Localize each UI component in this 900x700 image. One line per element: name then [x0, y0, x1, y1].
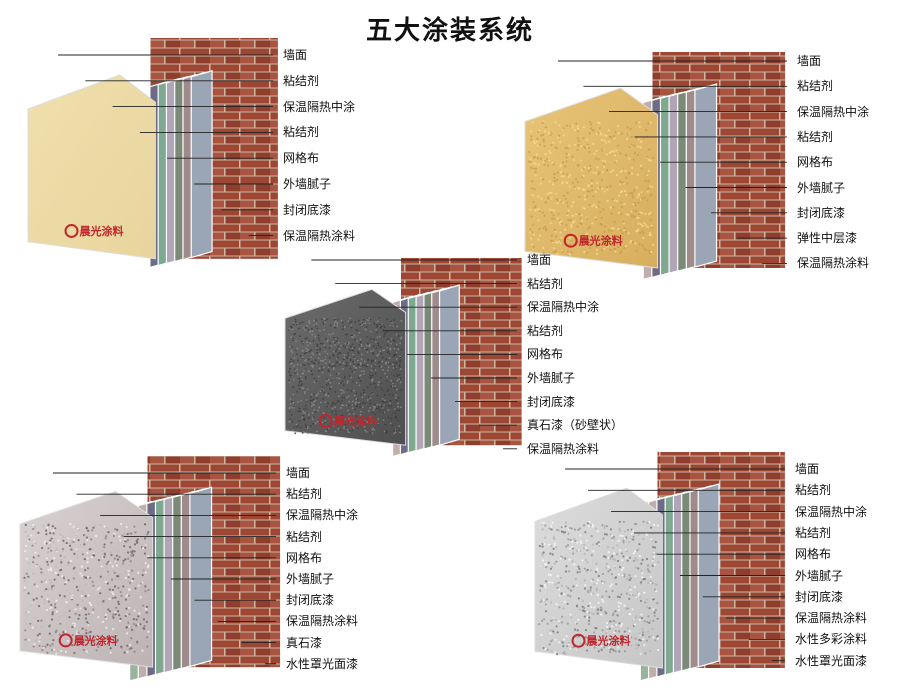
- layer-label: 保温隔热涂料: [795, 611, 868, 626]
- coating-layer: [190, 69, 213, 259]
- layer-label: 墙面: [527, 253, 552, 267]
- layer-label: 网格布: [795, 547, 832, 562]
- brand-logo-text: 晨光涂料: [74, 633, 118, 647]
- brand-logo: 晨光涂料: [571, 633, 631, 648]
- finish-coat: [284, 288, 407, 446]
- layer-label: 弹性中层漆: [797, 231, 858, 246]
- layer-label: 粘结剂: [797, 129, 834, 144]
- layer-label: 保温隔热中涂: [286, 508, 359, 523]
- brand-logo-text: 晨光涂料: [80, 224, 124, 238]
- finish-coat: [19, 490, 154, 668]
- layer-label: 墙面: [795, 462, 820, 476]
- brand-logo-text: 晨光涂料: [587, 634, 631, 648]
- coating-layer: [189, 486, 213, 668]
- layer-label: 外墙腻子: [527, 371, 576, 385]
- layer-label: 保温隔热涂料: [283, 228, 356, 243]
- layer-label: 保温隔热涂料: [797, 256, 870, 271]
- layer-label: 水性罩光面漆: [795, 653, 868, 668]
- finish-coat: [27, 74, 156, 260]
- layer-label: 粘结剂: [795, 525, 832, 540]
- layer-label: 封闭底漆: [527, 394, 576, 409]
- layer-label: 粘结剂: [795, 483, 832, 498]
- layer-label: 水性罩光面漆: [286, 656, 359, 671]
- layer-label: 墙面: [283, 48, 308, 62]
- layer-label: 墙面: [286, 466, 311, 480]
- layer-label: 保温隔热中涂: [795, 504, 868, 519]
- layer-label: 外墙腻子: [797, 180, 846, 195]
- layer-label: 外墙腻子: [795, 568, 844, 583]
- brand-logo-text: 晨光涂料: [579, 234, 623, 248]
- layer-label: 真石漆: [286, 635, 323, 650]
- brand-logo: 晨光涂料: [58, 633, 118, 648]
- layer-label: 封闭底漆: [286, 593, 335, 608]
- layer-label: 保温隔热涂料: [527, 441, 600, 456]
- layer-label: 外墙腻子: [283, 177, 332, 191]
- coating-layer: [438, 284, 460, 447]
- brand-logo-text: 晨光涂料: [334, 414, 378, 428]
- layer-label: 粘结剂: [527, 276, 564, 291]
- layer-label: 粘结剂: [283, 125, 320, 140]
- layer-label: 封闭底漆: [797, 205, 846, 220]
- layer-label: 真石漆（砂壁状）: [527, 418, 624, 433]
- page-title: 五大涂装系统: [365, 16, 534, 46]
- layer-label: 保温隔热中涂: [283, 99, 356, 114]
- layer-label: 水性多彩涂料: [795, 632, 868, 647]
- layer-label: 保温隔热中涂: [527, 300, 600, 315]
- layer-label: 保温隔热中涂: [797, 104, 870, 119]
- layer-label: 网格布: [286, 550, 323, 565]
- layer-label: 粘结剂: [797, 79, 834, 94]
- layer-label: 粘结剂: [527, 323, 564, 338]
- layer-label: 网格布: [797, 155, 834, 170]
- layer-label: 封闭底漆: [795, 589, 844, 604]
- layer-label: 网格布: [283, 151, 320, 166]
- layer-label: 外墙腻子: [286, 572, 335, 586]
- layer-label: 封闭底漆: [283, 202, 332, 217]
- brand-logo: 晨光涂料: [318, 413, 378, 428]
- layer-label: 网格布: [527, 347, 564, 362]
- layer-label: 墙面: [797, 54, 822, 68]
- layer-label: 保温隔热涂料: [286, 614, 359, 629]
- brand-logo: 晨光涂料: [64, 223, 124, 238]
- layer-label: 粘结剂: [286, 487, 323, 502]
- brand-logo: 晨光涂料: [563, 233, 623, 248]
- layer-label: 粘结剂: [283, 73, 320, 88]
- layer-label: 粘结剂: [286, 529, 323, 544]
